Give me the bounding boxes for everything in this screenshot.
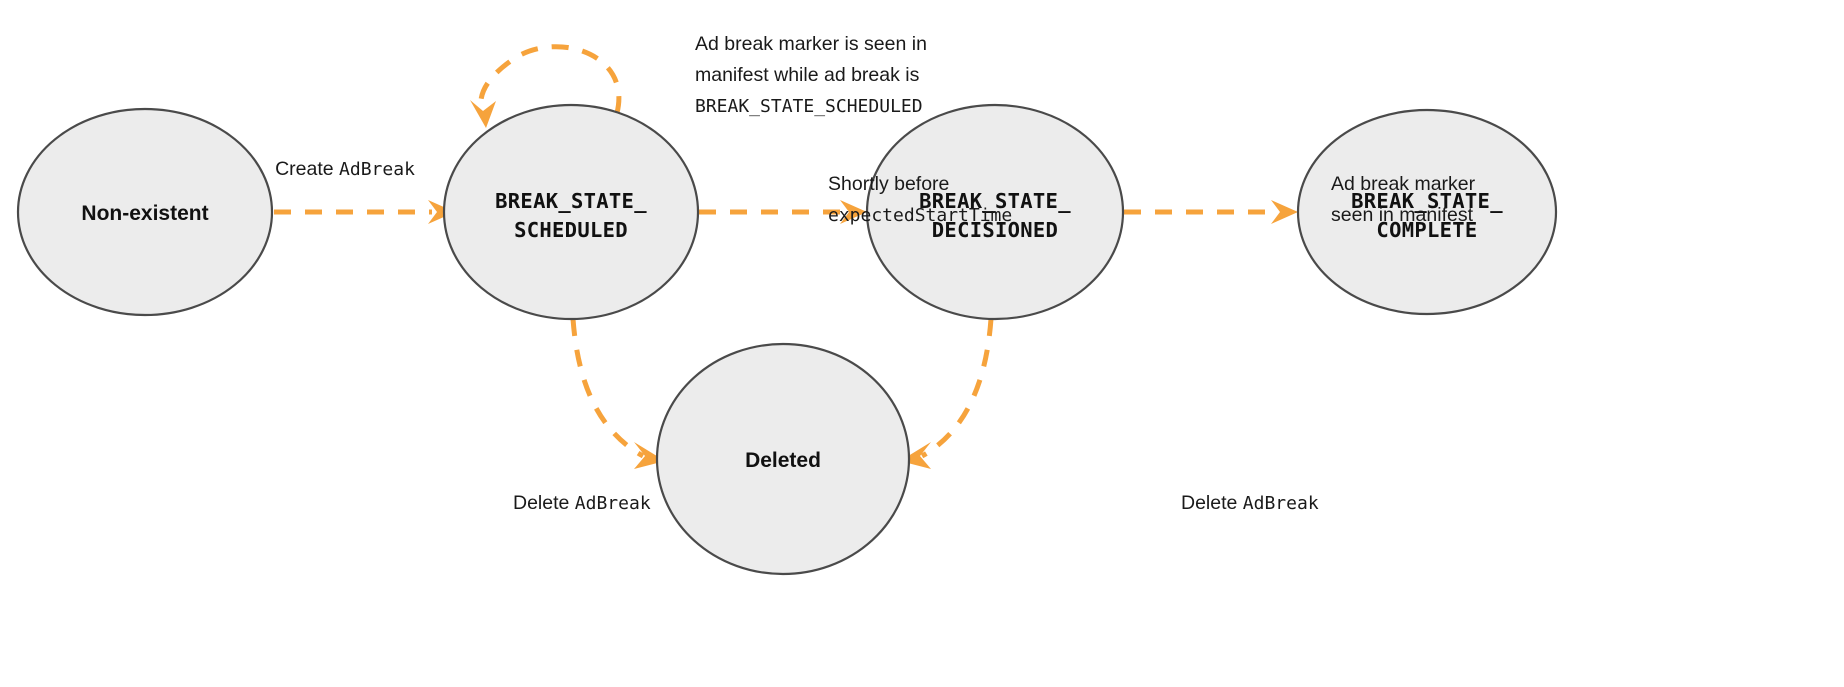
- node-label: Non-existent: [81, 202, 208, 225]
- edge-label-line-2: expectedStartTime: [828, 205, 1012, 226]
- edge-label-line-1: Ad break marker is seen in: [695, 33, 927, 55]
- edge-label-line-2: seen in manifest: [1331, 204, 1474, 226]
- edge-label-delete-adbreak-from-scheduled: Delete AdBreak: [513, 492, 651, 514]
- edge-label-text-plain: Delete: [1181, 492, 1243, 514]
- edge-shortly-before-expected-start-time: [699, 200, 867, 224]
- node-label-line2: DECISIONED: [932, 218, 1058, 242]
- node-non-existent[interactable]: Non-existent: [16, 107, 274, 317]
- edge-label-line-1: Shortly before: [828, 173, 949, 195]
- edge-delete-adbreak-from-scheduled: [570, 318, 665, 469]
- node-break-state-scheduled[interactable]: BREAK_STATE_ SCHEDULED: [442, 103, 700, 321]
- edge-label-line-1: Ad break marker: [1331, 173, 1476, 195]
- arrow-head-icon: [428, 200, 455, 224]
- edge-line: [570, 318, 645, 459]
- edge-label-delete-adbreak-from-decisioned: Delete AdBreak: [1181, 492, 1319, 514]
- node-shape: [1296, 108, 1558, 316]
- edge-label-text-mono: AdBreak: [1243, 493, 1319, 514]
- node-shape: [865, 103, 1125, 321]
- edge-label-shortly-before-expected-start-time: Shortly before expectedStartTime: [828, 173, 1012, 226]
- edge-marker-seen-while-scheduled: [470, 44, 622, 128]
- arrow-head-icon: [470, 100, 496, 128]
- edge-delete-adbreak-from-decisioned: [900, 318, 994, 469]
- node-shape: [655, 342, 911, 576]
- edge-label-text-mono: AdBreak: [339, 159, 415, 180]
- edge-label-text-plain: Delete: [513, 492, 575, 514]
- edge-label-marker-seen-while-scheduled: Ad break marker is seen in manifest whil…: [695, 33, 927, 117]
- edge-label-create-adbreak: Create AdBreak: [275, 158, 415, 180]
- node-label-line2: SCHEDULED: [514, 218, 628, 242]
- node-label-line2: COMPLETE: [1376, 218, 1477, 242]
- node-label-line1: BREAK_STATE_: [495, 189, 647, 213]
- node-label-line1: BREAK_STATE_: [919, 189, 1071, 213]
- edge-create-adbreak: [274, 200, 455, 224]
- node-deleted[interactable]: Deleted: [655, 342, 911, 576]
- node-break-state-decisioned[interactable]: BREAK_STATE_ DECISIONED: [865, 103, 1125, 321]
- edge-label-line-2: manifest while ad break is: [695, 64, 920, 86]
- node-shape: [16, 107, 274, 317]
- node-label: Deleted: [745, 449, 821, 472]
- edge-label-text-mono: AdBreak: [575, 493, 651, 514]
- arrow-head-icon: [840, 200, 867, 224]
- edge-line: [920, 318, 994, 459]
- edge-label-line-3: BREAK_STATE_SCHEDULED: [695, 96, 923, 117]
- edge-line: [478, 44, 622, 114]
- edge-label-text-plain: Create: [275, 158, 339, 180]
- edge-label-marker-seen-in-manifest: Ad break marker seen in manifest: [1331, 173, 1476, 226]
- edge-marker-seen-in-manifest: [1124, 200, 1298, 224]
- arrow-head-icon: [1271, 200, 1298, 224]
- node-break-state-complete[interactable]: BREAK_STATE_ COMPLETE: [1296, 108, 1558, 316]
- node-label-line1: BREAK_STATE_: [1351, 189, 1503, 213]
- node-shape: [442, 103, 700, 321]
